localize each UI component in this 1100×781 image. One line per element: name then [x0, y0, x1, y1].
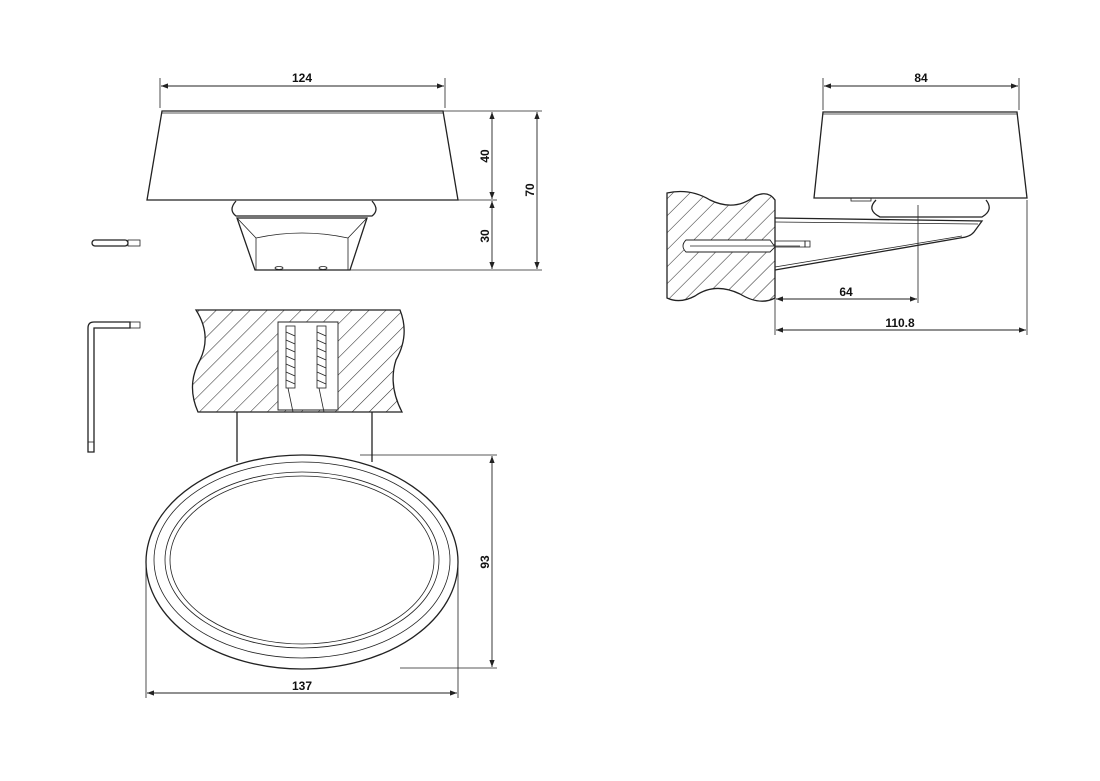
hex-key-small — [91, 239, 141, 247]
dim-137-label: 137 — [292, 679, 312, 693]
front-view — [146, 110, 459, 271]
dim-110-8-label: 110.8 — [885, 316, 915, 330]
dim-40-label: 40 — [478, 149, 492, 163]
front-dimensions: 124 40 30 70 — [159, 71, 542, 271]
wall-section-plan — [191, 309, 405, 462]
screw-left — [285, 325, 296, 413]
side-view — [666, 111, 1028, 302]
side-dimensions: 84 64 110.8 — [774, 71, 1028, 335]
dim-93-label: 93 — [478, 555, 492, 569]
dim-30-label: 30 — [478, 229, 492, 243]
dim-124-label: 124 — [292, 71, 312, 85]
shade-side — [813, 111, 1028, 199]
dim-84-label: 84 — [914, 71, 928, 85]
soap-dish-plan — [145, 454, 459, 670]
hex-key-l — [87, 321, 141, 453]
dim-70-label: 70 — [523, 183, 537, 197]
screw-right — [316, 325, 327, 413]
base-front — [236, 217, 368, 271]
shade-front — [146, 110, 459, 201]
collar-side — [871, 199, 990, 218]
dim-64-label: 64 — [839, 285, 853, 299]
plan-dimensions: 93 137 — [145, 454, 497, 698]
arm-side — [774, 217, 984, 271]
collar-front — [231, 200, 377, 217]
